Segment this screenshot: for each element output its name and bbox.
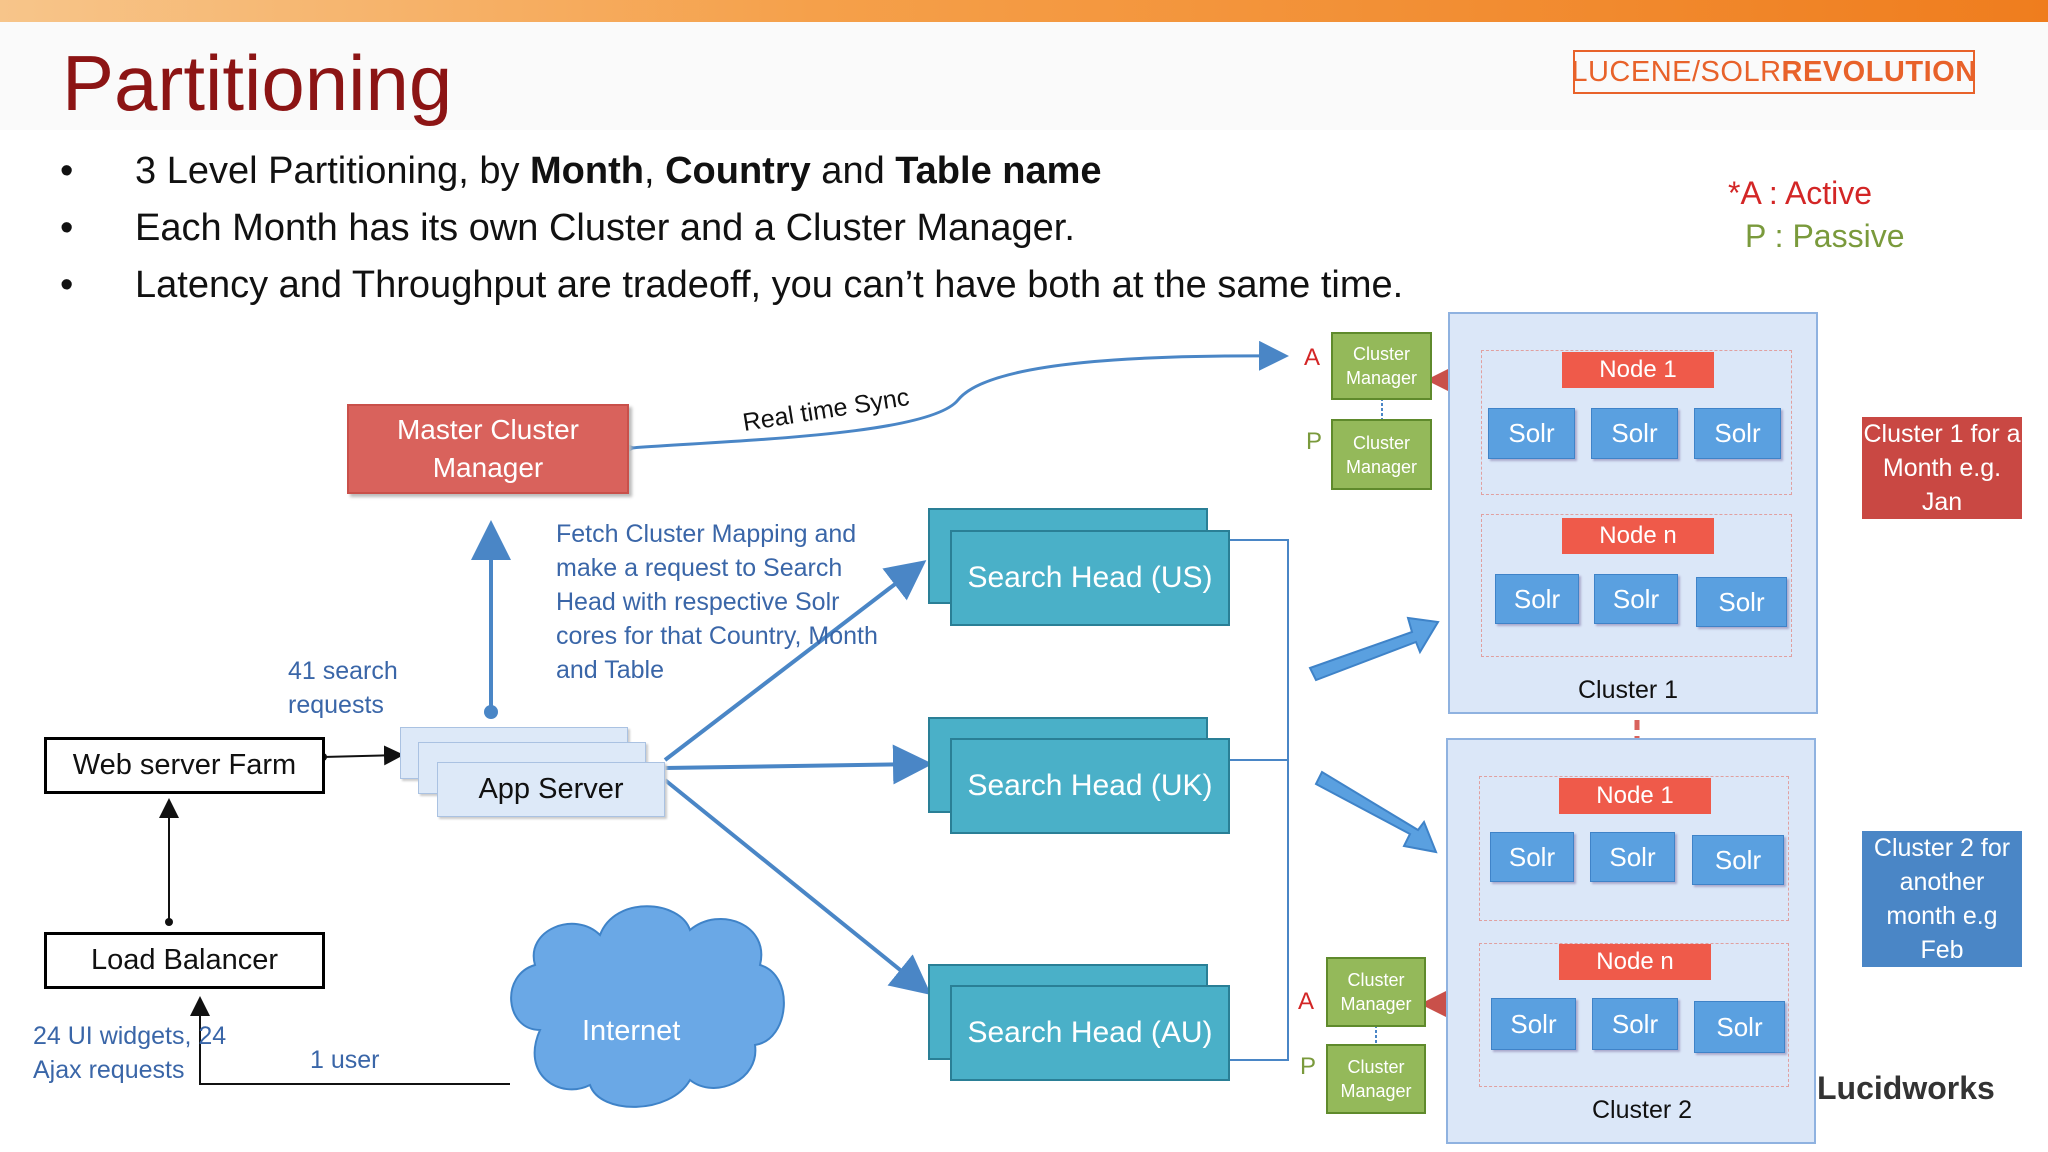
cluster-manager-active-1: Cluster Manager	[1331, 332, 1432, 400]
cluster-manager-active-2: Cluster Manager	[1326, 957, 1426, 1027]
cluster-1-node-1-frame	[1481, 350, 1792, 495]
cluster-2-node-1-frame	[1479, 776, 1789, 921]
bullet-dot: •	[60, 150, 74, 192]
bullet-1-text: 3 Level Partitioning, by	[135, 150, 531, 192]
cluster-2-label: Cluster 2	[1592, 1096, 1693, 1124]
cluster-1-node-n-label: Node n	[1562, 518, 1714, 554]
solr-core: Solr	[1594, 574, 1678, 624]
solr-core: Solr	[1694, 408, 1781, 459]
cluster-2-node-n-frame	[1479, 943, 1789, 1087]
app-to-au-arrow	[663, 778, 932, 996]
connector-dot	[165, 918, 173, 926]
bullet-1-comma: ,	[643, 150, 666, 192]
top-accent-bar	[0, 0, 2048, 22]
search-head-au: Search Head (AU)	[950, 985, 1230, 1081]
cluster-1-label: Cluster 1	[1578, 676, 1679, 704]
slide-title: Partitioning	[62, 39, 453, 127]
cluster-2-node-n-label: Node n	[1559, 944, 1711, 980]
sync-arrow	[604, 340, 1289, 465]
bullet-1-and: and	[810, 150, 896, 192]
search-head-us: Search Head (US)	[950, 530, 1230, 626]
lucidworks-logo: Lucidworks	[1817, 1070, 1995, 1106]
bullet-1-month: Month	[530, 150, 644, 192]
legend-passive: P : Passive	[1745, 218, 1905, 254]
app-to-uk-arrow	[664, 744, 933, 785]
app-to-us-arrow	[663, 560, 927, 762]
logo-bold-text: REVOLUTION	[1781, 55, 1977, 88]
fetch-note: Fetch Cluster Mapping and make a request…	[556, 520, 878, 684]
solr-core: Solr	[1591, 408, 1678, 459]
legend-active: *A : Active	[1728, 175, 1873, 211]
cluster-2-node-1-label: Node 1	[1559, 778, 1711, 814]
app-server: App Server	[437, 762, 665, 817]
search-head-uk: Search Head (UK)	[950, 738, 1230, 834]
search-head-bus	[1228, 539, 1289, 1061]
one-user-label: 1 user	[310, 1046, 380, 1074]
web-server-farm: Web server Farm	[44, 737, 325, 794]
farm-to-app-arrow	[322, 745, 404, 766]
passive-marker-2: P	[1300, 1053, 1317, 1080]
bullet-3-text: Latency and Throughput are tradeoff, you…	[135, 264, 1404, 306]
load-balancer: Load Balancer	[44, 932, 325, 989]
fat-arrow-cluster-2	[1314, 770, 1438, 854]
cluster-1-node-n-frame	[1481, 514, 1792, 657]
title-band	[0, 22, 2048, 130]
cluster-2-note: Cluster 2 for another month e.g Feb	[1862, 831, 2022, 967]
internet-label: Internet	[582, 1015, 681, 1047]
bullet-1-table: Table name	[895, 150, 1102, 192]
passive-marker-1: P	[1306, 428, 1323, 455]
bullet-dot: •	[60, 207, 74, 249]
active-marker-2: A	[1298, 988, 1315, 1015]
connector-dot	[484, 705, 498, 719]
solr-core: Solr	[1495, 574, 1579, 624]
solr-core: Solr	[1696, 577, 1787, 627]
cluster-1-node-1-label: Node 1	[1562, 352, 1714, 388]
search-requests-label: 41 search requests	[288, 657, 398, 719]
cluster-manager-passive-2: Cluster Manager	[1326, 1044, 1426, 1114]
widgets-label: 24 UI widgets, 24 Ajax requests	[33, 1022, 227, 1084]
internet-cloud-shape	[510, 905, 785, 1108]
active-marker-1: A	[1304, 344, 1321, 371]
fat-arrow-cluster-1	[1308, 616, 1440, 682]
logo-light-text: LUCENE/SOLR	[1571, 55, 1782, 88]
solr-core: Solr	[1491, 998, 1576, 1050]
solr-core: Solr	[1490, 832, 1574, 882]
solr-core: Solr	[1694, 1001, 1785, 1053]
solr-core: Solr	[1592, 998, 1678, 1050]
bullet-1-country: Country	[665, 150, 811, 192]
bullet-2-text: Each Month has its own Cluster and a Clu…	[135, 207, 1075, 249]
solr-core: Solr	[1488, 408, 1575, 459]
user-to-lb-arrow	[190, 996, 510, 1085]
solr-core: Solr	[1692, 835, 1784, 885]
master-cluster-manager: Master Cluster Manager	[347, 404, 629, 494]
cluster-1-note: Cluster 1 for a Month e.g. Jan	[1862, 417, 2022, 519]
solr-core: Solr	[1590, 832, 1675, 882]
cluster-manager-passive-1: Cluster Manager	[1331, 419, 1432, 490]
bullet-dot: •	[60, 264, 74, 306]
